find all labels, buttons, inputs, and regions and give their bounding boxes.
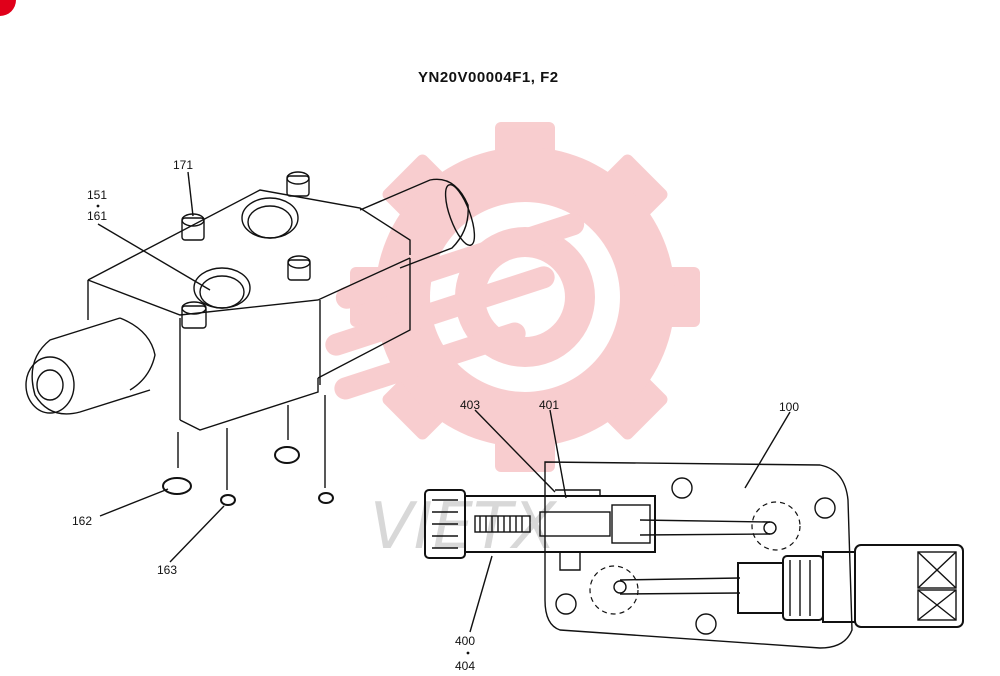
valve-plate-100 (544, 461, 853, 649)
diagram-title: YN20V00004F1, F2 (418, 69, 559, 86)
corner-marker (0, 0, 16, 16)
label-163: 163 (157, 563, 177, 577)
cartridge-400 (424, 489, 656, 571)
o-ring-small (318, 492, 334, 504)
cap-mid (287, 255, 311, 281)
fitting-right (737, 544, 964, 628)
label-403: 403 (460, 398, 480, 412)
valve-block (25, 171, 476, 431)
cap-171 (181, 213, 205, 241)
label-dot-400-404 (466, 651, 470, 655)
label-401: 401 (539, 398, 559, 412)
label-dot-151-161 (96, 204, 100, 208)
o-ring-162 (162, 477, 192, 495)
label-151: 151 (87, 188, 107, 202)
o-ring-163 (220, 494, 236, 506)
label-404: 404 (455, 659, 475, 673)
cap-161 (181, 301, 207, 329)
cap-top (286, 171, 310, 197)
label-171: 171 (173, 158, 193, 172)
watermark-gear-icon (325, 122, 700, 472)
o-ring-large (274, 446, 300, 464)
label-400: 400 (455, 634, 475, 648)
label-100: 100 (779, 400, 799, 414)
label-161: 161 (87, 209, 107, 223)
label-162: 162 (72, 514, 92, 528)
